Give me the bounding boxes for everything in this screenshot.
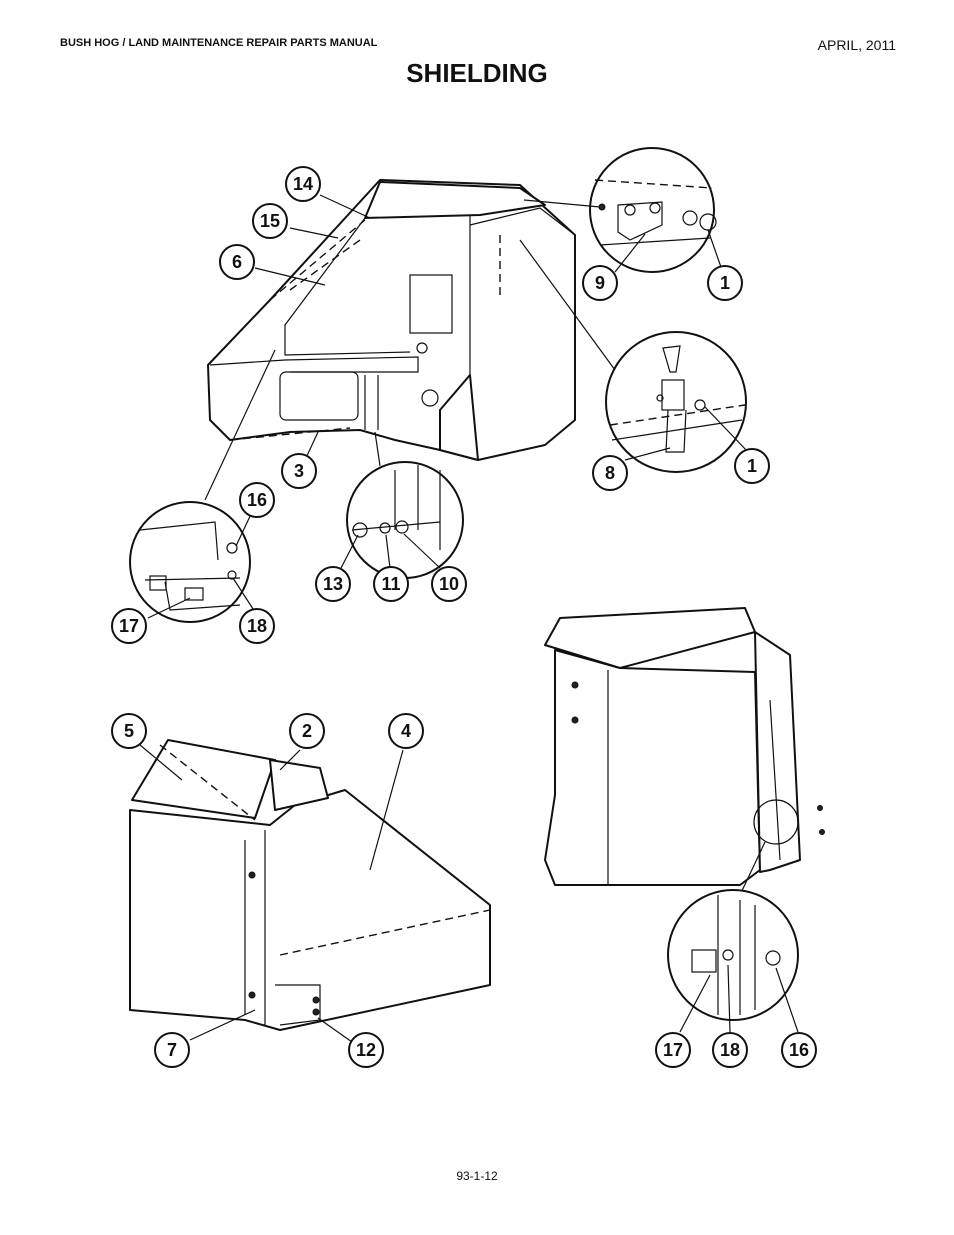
svg-text:15: 15 xyxy=(260,211,280,231)
bottom-right-shield-assembly xyxy=(544,607,825,896)
svg-text:2: 2 xyxy=(302,721,312,741)
page-title: SHIELDING xyxy=(406,58,548,88)
svg-text:14: 14 xyxy=(293,174,313,194)
svg-text:5: 5 xyxy=(124,721,134,741)
callout-3: 3 xyxy=(281,453,317,489)
callout-17-bottom: 17 xyxy=(655,1032,691,1068)
callout-18-top: 18 xyxy=(239,608,275,644)
callout-15: 15 xyxy=(252,203,288,239)
detail-bracket-bolts xyxy=(346,431,464,579)
svg-text:13: 13 xyxy=(323,574,343,594)
svg-text:9: 9 xyxy=(595,273,605,293)
callout-10: 10 xyxy=(431,566,467,602)
callout-16-top: 16 xyxy=(239,482,275,518)
svg-text:1: 1 xyxy=(747,456,757,476)
callout-1-top: 1 xyxy=(707,265,743,301)
callout-8: 8 xyxy=(592,455,628,491)
callout-4: 4 xyxy=(388,713,424,749)
callout-6: 6 xyxy=(219,244,255,280)
callout-14: 14 xyxy=(285,166,321,202)
svg-text:8: 8 xyxy=(605,463,615,483)
callout-7: 7 xyxy=(154,1032,190,1068)
callout-16-bottom: 16 xyxy=(781,1032,817,1068)
svg-text:16: 16 xyxy=(789,1040,809,1060)
manual-title: BUSH HOG / LAND MAINTENANCE REPAIR PARTS… xyxy=(60,37,378,49)
svg-text:18: 18 xyxy=(247,616,267,636)
detail-bracket-clip-b xyxy=(667,889,799,1021)
callout-18-bottom: 18 xyxy=(712,1032,748,1068)
svg-text:3: 3 xyxy=(294,461,304,481)
callout-12: 12 xyxy=(348,1032,384,1068)
svg-text:17: 17 xyxy=(663,1040,683,1060)
svg-text:17: 17 xyxy=(119,616,139,636)
top-shield-assembly xyxy=(207,179,576,461)
detail-latch-plate xyxy=(523,147,717,273)
svg-text:6: 6 xyxy=(232,252,242,272)
callout-13: 13 xyxy=(315,566,351,602)
svg-text:16: 16 xyxy=(247,490,267,510)
svg-text:18: 18 xyxy=(720,1040,740,1060)
callout-17-top: 17 xyxy=(111,608,147,644)
svg-text:10: 10 xyxy=(439,574,459,594)
bottom-left-shield-assembly xyxy=(129,739,491,1031)
detail-bracket-clip-a xyxy=(129,349,276,623)
callout-1-middle: 1 xyxy=(734,448,770,484)
callout-2: 2 xyxy=(289,713,325,749)
svg-text:11: 11 xyxy=(381,574,400,594)
leader-lines xyxy=(139,194,799,1043)
svg-text:12: 12 xyxy=(356,1040,376,1060)
manual-date: APRIL, 2011 xyxy=(817,37,896,53)
detail-rubber-latch xyxy=(519,239,747,473)
svg-text:4: 4 xyxy=(401,721,411,741)
callout-9: 9 xyxy=(582,265,618,301)
page-number: 93-1-12 xyxy=(456,1169,498,1183)
svg-text:1: 1 xyxy=(720,273,730,293)
svg-text:7: 7 xyxy=(167,1040,177,1060)
callout-11: 11 xyxy=(373,566,409,602)
callout-5: 5 xyxy=(111,713,147,749)
